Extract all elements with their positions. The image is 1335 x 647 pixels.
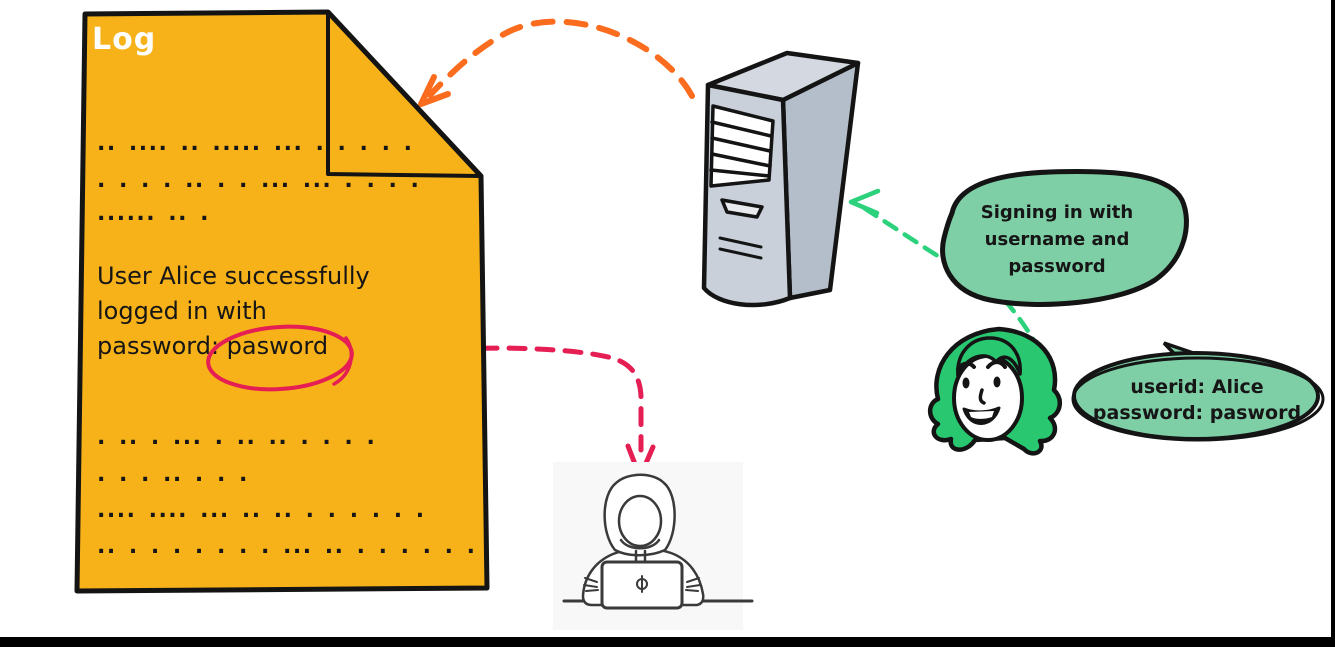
user-eyebrow — [986, 360, 1007, 369]
log-paper — [74, 9, 490, 594]
user-fringe — [956, 336, 1022, 378]
redacted-line: . .. . ... . .. .. . . . . — [97, 425, 377, 450]
user-eye — [962, 377, 970, 389]
hood-rim — [619, 538, 661, 550]
attacker-fingers — [583, 577, 701, 592]
redacted-line: .. .... .. ..... ... . . . . . — [97, 131, 414, 156]
arrowhead — [848, 188, 881, 216]
redacted-line: . . . . .. . . ... ... . . . . — [97, 168, 421, 193]
credentials-bubble — [1071, 341, 1325, 442]
redacted-line: . . . .. . . . — [97, 462, 249, 487]
redacted-line: .... .... ... .. .. . . . . . . — [97, 498, 426, 523]
bottom-frame-edge — [0, 637, 1335, 647]
signin-bubble — [940, 168, 1189, 307]
user-eyebrow — [956, 361, 976, 371]
redacted-line: ...... .. . — [97, 201, 211, 226]
server-side — [780, 60, 861, 301]
server-vent-line — [718, 247, 763, 260]
log-entry-line: password: pasword — [97, 332, 329, 360]
arrow-server-to-log — [418, 18, 695, 107]
attacker-face — [617, 494, 663, 548]
server-drive-bays — [709, 104, 775, 188]
server-illustration — [701, 50, 861, 308]
user-eye — [993, 376, 1001, 388]
user-teeth — [969, 411, 994, 419]
signin-bubble-text: Signing in with username and password — [980, 202, 1134, 277]
redacted-line: .. . . . . . . . ... .. . . . . . . — [97, 534, 477, 559]
user-nose — [978, 388, 986, 405]
server-vent-line — [718, 236, 763, 249]
user-avatar — [927, 326, 1063, 456]
log-entry-line: User Alice successfully — [97, 262, 370, 290]
folded-corner — [326, 12, 482, 178]
server-tray — [720, 198, 764, 219]
arrowhead — [418, 74, 451, 107]
laptop-logo — [636, 575, 648, 593]
right-frame-edge — [1331, 0, 1335, 647]
log-entry-line: logged in with — [97, 297, 267, 325]
attacker-illustration — [553, 462, 754, 630]
log-document — [74, 9, 490, 594]
credentials-bubble-text: userid: Alice password: pasword — [1092, 376, 1302, 424]
log-title: Log — [92, 22, 157, 57]
